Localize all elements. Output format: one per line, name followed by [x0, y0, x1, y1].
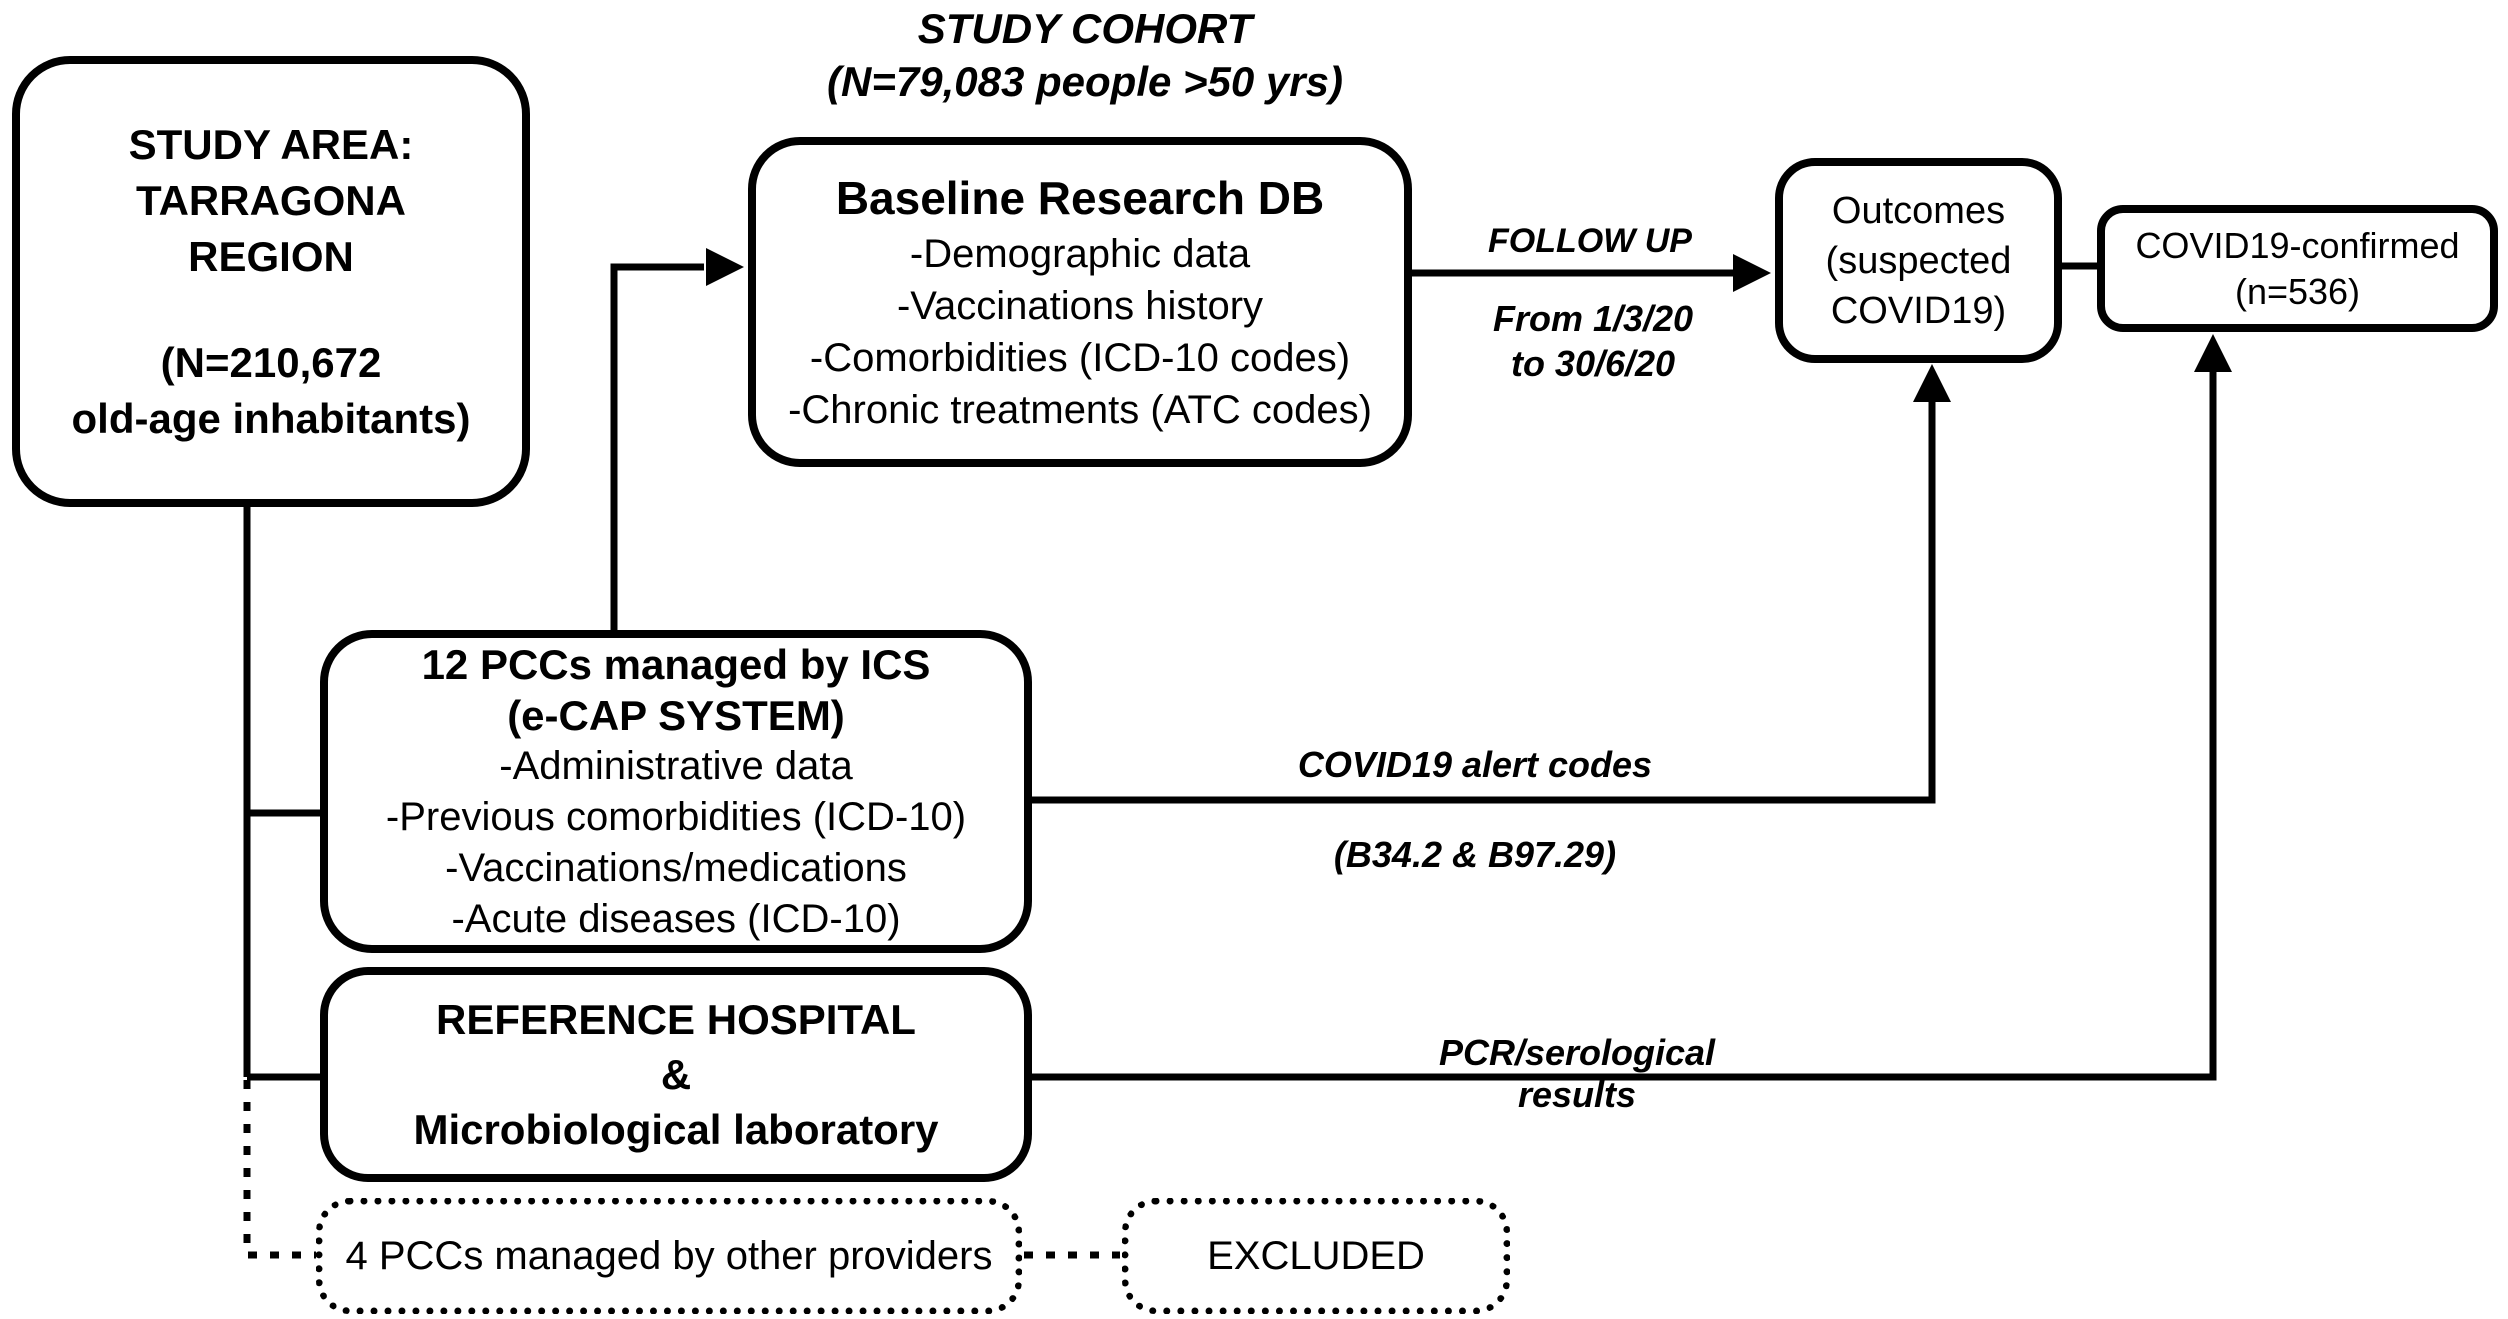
- arrowhead-confirmed-bottom-icon: [2194, 334, 2232, 372]
- hospital-line1: REFERENCE HOSPITAL: [436, 996, 916, 1043]
- study-cohort-line1: STUDY COHORT: [917, 5, 1253, 52]
- study-area-line1: STUDY AREA:: [128, 120, 414, 168]
- box-pcc-other-providers: 4 PCCs managed by other providers: [316, 1198, 1022, 1314]
- study-area-line4: (N=210,672: [160, 338, 382, 386]
- outcomes-line1: Outcomes: [1831, 189, 2006, 232]
- study-area-population: (N=210,672 old-age inhabitants): [72, 335, 471, 447]
- pcc-other-label: 4 PCCs managed by other providers: [345, 1233, 993, 1278]
- outcomes-line3: COVID19): [1830, 289, 2007, 332]
- pcc-ics-title1: 12 PCCs managed by ICS: [421, 640, 931, 688]
- connector-dotted-to-other-pcc: [243, 1080, 322, 1259]
- label-follow-up-dates: From 1/3/20 to 30/6/20: [1443, 296, 1743, 386]
- box-baseline-research-db: Baseline Research DB -Demographic data -…: [748, 137, 1412, 467]
- box-covid19-confirmed: COVID19-confirmed (n=536): [2097, 205, 2498, 332]
- baseline-db-title: Baseline Research DB: [835, 172, 1325, 224]
- excluded-label: EXCLUDED: [1207, 1233, 1425, 1278]
- label-alert-code-values: (B34.2 & B97.29): [1333, 834, 1617, 875]
- arrowhead-outcomes-bottom-icon: [1913, 364, 1951, 402]
- study-cohort-line2: (N=79,083 people >50 yrs): [827, 58, 1343, 105]
- study-area-line5: old-age inhabitants): [71, 394, 471, 442]
- arrowhead-follow-up-icon: [1733, 254, 1771, 292]
- label-study-cohort: STUDY COHORT (N=79,083 people >50 yrs): [760, 2, 1410, 108]
- baseline-db-item: -Chronic treatments (ATC codes): [788, 388, 1372, 432]
- label-follow-up: FOLLOW UP: [1488, 222, 1692, 260]
- label-covid19-alert-codes: COVID19 alert codes: [1297, 744, 1653, 785]
- pcc-ics-item: -Administrative data: [499, 743, 853, 788]
- box-excluded: EXCLUDED: [1122, 1198, 1510, 1314]
- baseline-db-item: -Demographic data: [909, 232, 1251, 276]
- box-study-area: STUDY AREA: TARRAGONA REGION (N=210,672 …: [12, 56, 530, 507]
- pcc-ics-title2: (e-CAP SYSTEM): [507, 691, 845, 739]
- follow-up-date-line2: to 30/6/20: [1510, 343, 1676, 384]
- hospital-line3: Microbiological laboratory: [413, 1106, 939, 1153]
- connector-alert-codes: [1020, 402, 1936, 804]
- baseline-db-item: -Comorbidities (ICD-10 codes): [809, 336, 1351, 380]
- connector-pcc-to-baseline: [610, 263, 704, 640]
- pcc-ics-item: -Vaccinations/medications: [445, 845, 907, 890]
- connector-study-area-trunk: [243, 503, 330, 1081]
- study-area-heading: STUDY AREA: TARRAGONA REGION: [129, 117, 414, 285]
- covid-confirmed-line1: COVID19-confirmed: [2135, 224, 2460, 266]
- label-pcr-serological-results: PCR/serological results: [1438, 1032, 1716, 1115]
- covid-confirmed-line2: (n=536): [2234, 270, 2361, 312]
- study-area-line3: REGION: [188, 232, 354, 280]
- baseline-db-item: -Vaccinations history: [896, 284, 1264, 328]
- arrowhead-into-baseline-icon: [706, 248, 744, 286]
- study-area-line2: TARRAGONA: [136, 176, 406, 224]
- hospital-line2: &: [660, 1051, 692, 1098]
- connector-pcr-results: [1020, 372, 2217, 1081]
- outcomes-line2: (suspected: [1825, 239, 2012, 282]
- box-reference-hospital: REFERENCE HOSPITAL & Microbiological lab…: [320, 967, 1032, 1182]
- box-pcc-ics: 12 PCCs managed by ICS (e-CAP SYSTEM) -A…: [320, 630, 1032, 953]
- follow-up-date-line1: From 1/3/20: [1492, 298, 1694, 339]
- pcc-ics-item: -Previous comorbidities (ICD-10): [385, 794, 967, 839]
- pcc-ics-item: -Acute diseases (ICD-10): [451, 896, 901, 941]
- box-outcomes: Outcomes (suspected COVID19): [1775, 158, 2062, 363]
